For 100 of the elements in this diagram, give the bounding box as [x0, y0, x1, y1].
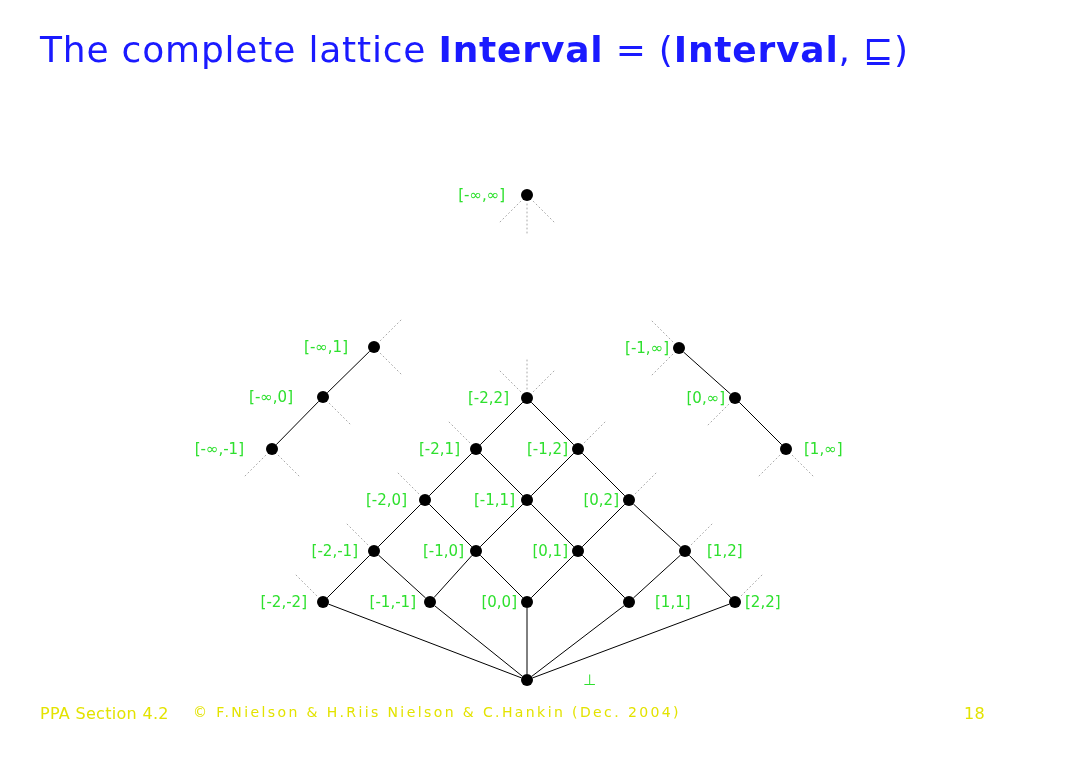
- lattice-point: [419, 494, 431, 506]
- dotted-line: [379, 352, 403, 376]
- dotted-line: [277, 454, 301, 478]
- point-label: [-∞,0]: [249, 389, 293, 405]
- connector-line: [479, 452, 524, 497]
- point-label: [-2,2]: [468, 390, 509, 406]
- lattice-point: [521, 392, 533, 404]
- connector-line: [530, 401, 575, 446]
- lattice-point: [521, 494, 533, 506]
- connector-line: [581, 554, 626, 599]
- connector-line: [377, 503, 422, 548]
- lattice-point: [623, 494, 635, 506]
- point-label: [-1,1]: [474, 492, 515, 508]
- lattice-point: [521, 189, 533, 201]
- connector-line: [275, 400, 320, 446]
- dotted-line: [650, 353, 674, 377]
- connector-line: [526, 607, 528, 675]
- lattice-point: [521, 674, 533, 686]
- connector-line: [632, 554, 682, 599]
- footer-text: PPA Section 4.2: [40, 704, 169, 724]
- connector-line: [328, 603, 522, 679]
- point-label: [1,2]: [707, 543, 743, 559]
- point-label: [1,1]: [655, 594, 691, 610]
- point-label: [-∞,1]: [304, 339, 348, 355]
- point-label: [-1,-1]: [369, 594, 416, 610]
- lattice-point: [368, 545, 380, 557]
- dotted-line: [396, 471, 420, 495]
- lattice-point: [470, 545, 482, 557]
- dotted-line: [328, 402, 352, 426]
- lattice-point: [729, 596, 741, 608]
- dotted-line: [650, 319, 674, 343]
- dotted-line: [532, 369, 556, 393]
- dotted-line: [498, 200, 522, 224]
- dotted-line: [379, 318, 403, 342]
- connector-line: [326, 554, 371, 599]
- lattice-point: [266, 443, 278, 455]
- connector-line: [434, 605, 523, 677]
- connector-line: [581, 452, 626, 497]
- point-label: [-∞,-1]: [194, 441, 244, 457]
- connector-line: [326, 350, 371, 394]
- footer-text: © F.Nielson & H.Riis Nielson & C.Hankin (Dec. 2004): [193, 704, 681, 721]
- connector-line: [428, 503, 473, 548]
- point-label: [0,∞]: [686, 390, 725, 406]
- slide-title: The complete lattice Interval = (Interval, ⊑): [40, 28, 909, 72]
- point-label: [0,1]: [532, 543, 568, 559]
- lattice-point: [673, 342, 685, 354]
- connector-line: [479, 401, 524, 446]
- dotted-line: [294, 573, 318, 597]
- connector-line: [581, 503, 626, 548]
- dotted-line: [791, 454, 815, 478]
- lattice-point: [521, 596, 533, 608]
- lattice-point: [623, 596, 635, 608]
- point-label: [1,∞]: [804, 441, 843, 457]
- connector-line: [530, 503, 575, 548]
- connector-line: [531, 605, 625, 677]
- point-label: [0,0]: [481, 594, 517, 610]
- point-label: [-2,-1]: [311, 543, 358, 559]
- lattice-point: [470, 443, 482, 455]
- connector-line: [738, 401, 783, 446]
- footer-text: 18: [964, 704, 985, 724]
- point-label: [-1,∞]: [625, 340, 669, 356]
- dotted-line: [634, 471, 658, 495]
- lattice-point: [572, 443, 584, 455]
- dotted-line: [447, 420, 471, 444]
- lattice-point: [729, 392, 741, 404]
- lattice-point: [780, 443, 792, 455]
- dotted-line: [740, 573, 764, 597]
- lattice-point: [679, 545, 691, 557]
- point-label: [-1,2]: [527, 441, 568, 457]
- connector-line: [377, 554, 427, 599]
- connector-line: [530, 452, 575, 497]
- point-label: [-1,0]: [423, 543, 464, 559]
- connector-line: [530, 554, 575, 599]
- lattice-point: [317, 391, 329, 403]
- dotted-line: [690, 522, 714, 546]
- point-label: [-∞,∞]: [458, 187, 505, 203]
- connector-line: [688, 554, 732, 599]
- point-label: [2,2]: [745, 594, 781, 610]
- lattice-point: [317, 596, 329, 608]
- dotted-line: [345, 522, 369, 546]
- point-label: ⊥: [583, 672, 597, 688]
- dotted-line: [583, 420, 607, 444]
- point-label: [-2,0]: [366, 492, 407, 508]
- connector-line: [683, 351, 731, 395]
- connector-line: [433, 554, 473, 599]
- point-label: [0,2]: [583, 492, 619, 508]
- dotted-line: [706, 403, 730, 427]
- dotted-line: [757, 454, 781, 478]
- lattice-point: [368, 341, 380, 353]
- connector-line: [632, 503, 682, 548]
- dotted-line: [498, 369, 522, 393]
- connector-line: [532, 603, 730, 679]
- connector-line: [479, 503, 524, 548]
- dotted-line: [532, 200, 556, 224]
- connector-line: [479, 554, 524, 599]
- lattice-point: [572, 545, 584, 557]
- connector-line: [428, 452, 473, 497]
- point-label: [-2,-2]: [260, 594, 307, 610]
- lattice-point: [424, 596, 436, 608]
- dotted-line: [243, 454, 267, 478]
